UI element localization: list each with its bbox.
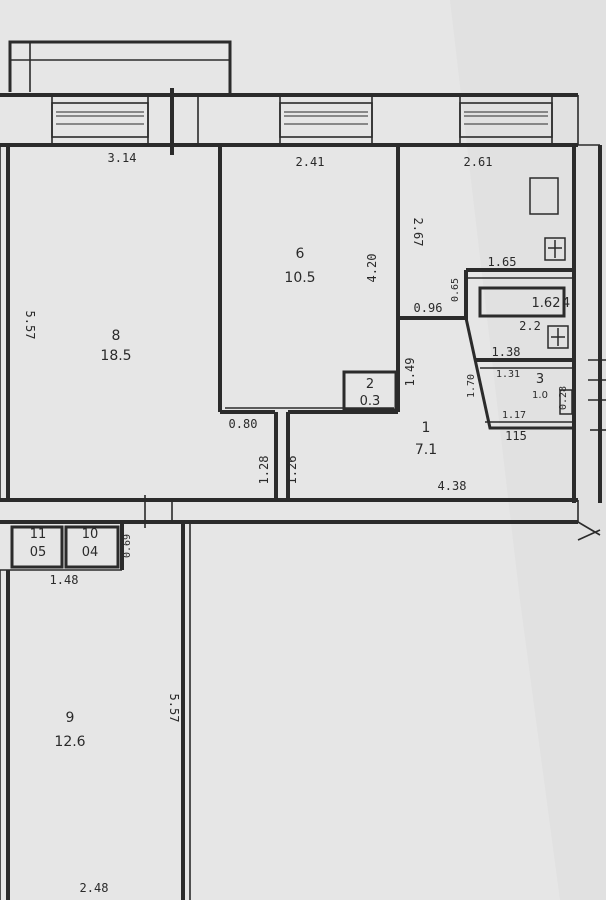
- room-11-number: 11: [30, 527, 47, 542]
- room-10-area: 04: [82, 545, 99, 560]
- dim-kitchen-nook: 0.96: [414, 301, 443, 315]
- room-2-area: 0.3: [360, 394, 381, 409]
- dim-hall-height: 1.49: [403, 358, 417, 387]
- basin-fixture: [547, 325, 569, 349]
- room-9-area: 12.6: [54, 734, 85, 750]
- exterior-wall-right: [572, 144, 606, 503]
- room-4-number: 4: [562, 296, 570, 311]
- dim-hall-length: 4.38: [438, 479, 467, 493]
- room-6-area: 10.5: [284, 270, 315, 286]
- dim-bath-top: 1.65: [488, 255, 517, 269]
- room-11-area: 05: [30, 545, 47, 560]
- toilet-fixture: [559, 389, 573, 415]
- room-8-area: 18.5: [100, 348, 131, 364]
- exterior-wall-left: [0, 145, 10, 500]
- dim-toilet-depth: 0.28: [558, 386, 569, 410]
- dim-nook-depth: 0.65: [450, 278, 461, 302]
- room-8-number: 8: [112, 328, 121, 344]
- window-kitchen: [459, 102, 553, 138]
- room-4-area: 1.62: [532, 296, 561, 311]
- room-6-number: 6: [296, 246, 305, 262]
- sink-fixture: [544, 237, 566, 261]
- dim-door-width: 0.80: [229, 417, 258, 431]
- room-9-walls: [0, 522, 191, 900]
- dim-room6-width: 2.41: [296, 155, 325, 169]
- middle-wall: [0, 495, 601, 541]
- dim-wc-outer: 115: [505, 429, 527, 443]
- dim-hall-right: 1.26: [285, 456, 299, 485]
- room-6-walls: [218, 145, 400, 414]
- dim-closet-depth: 0.69: [122, 534, 133, 558]
- room-10-number: 10: [82, 527, 99, 542]
- window-room-8: [51, 102, 149, 138]
- room-1-area: 7.1: [415, 442, 437, 458]
- closets-10-11: [0, 522, 124, 571]
- room-3-area: 1.0: [532, 390, 548, 401]
- stove-fixture: [529, 177, 559, 215]
- room-2-closet: [342, 370, 398, 412]
- window-room-6: [279, 102, 373, 138]
- dim-room8-width: 3.14: [108, 151, 137, 165]
- bathtub: [478, 286, 566, 318]
- balcony: [8, 40, 232, 95]
- dim-room6-length: 4.20: [365, 254, 379, 283]
- dim-room9-width: 2.48: [80, 881, 109, 895]
- dim-room8-length: 5.57: [23, 311, 37, 340]
- dim-room9-length: 5.57: [167, 694, 181, 723]
- room-1-number: 1: [422, 420, 431, 436]
- dim-closets-width: 1.48: [50, 573, 79, 587]
- dim-wc-bottom: 1.17: [502, 410, 526, 421]
- bathroom-walls: [398, 268, 574, 430]
- dim-wc-inner: 1.31: [496, 369, 520, 380]
- dim-kitchen-width: 2.61: [464, 155, 493, 169]
- dim-bath-length: 2.2: [519, 319, 541, 333]
- room-2-number: 2: [366, 377, 374, 392]
- room-3-number: 3: [536, 372, 544, 387]
- dim-kitchen-length: 2.67: [411, 218, 425, 247]
- hall-walls: [274, 412, 290, 500]
- dim-hall-left: 1.28: [257, 456, 271, 485]
- dim-wc-diagonal: 1.70: [466, 374, 477, 398]
- dim-wc-top: 1.38: [492, 345, 521, 359]
- room-9-number: 9: [66, 710, 75, 726]
